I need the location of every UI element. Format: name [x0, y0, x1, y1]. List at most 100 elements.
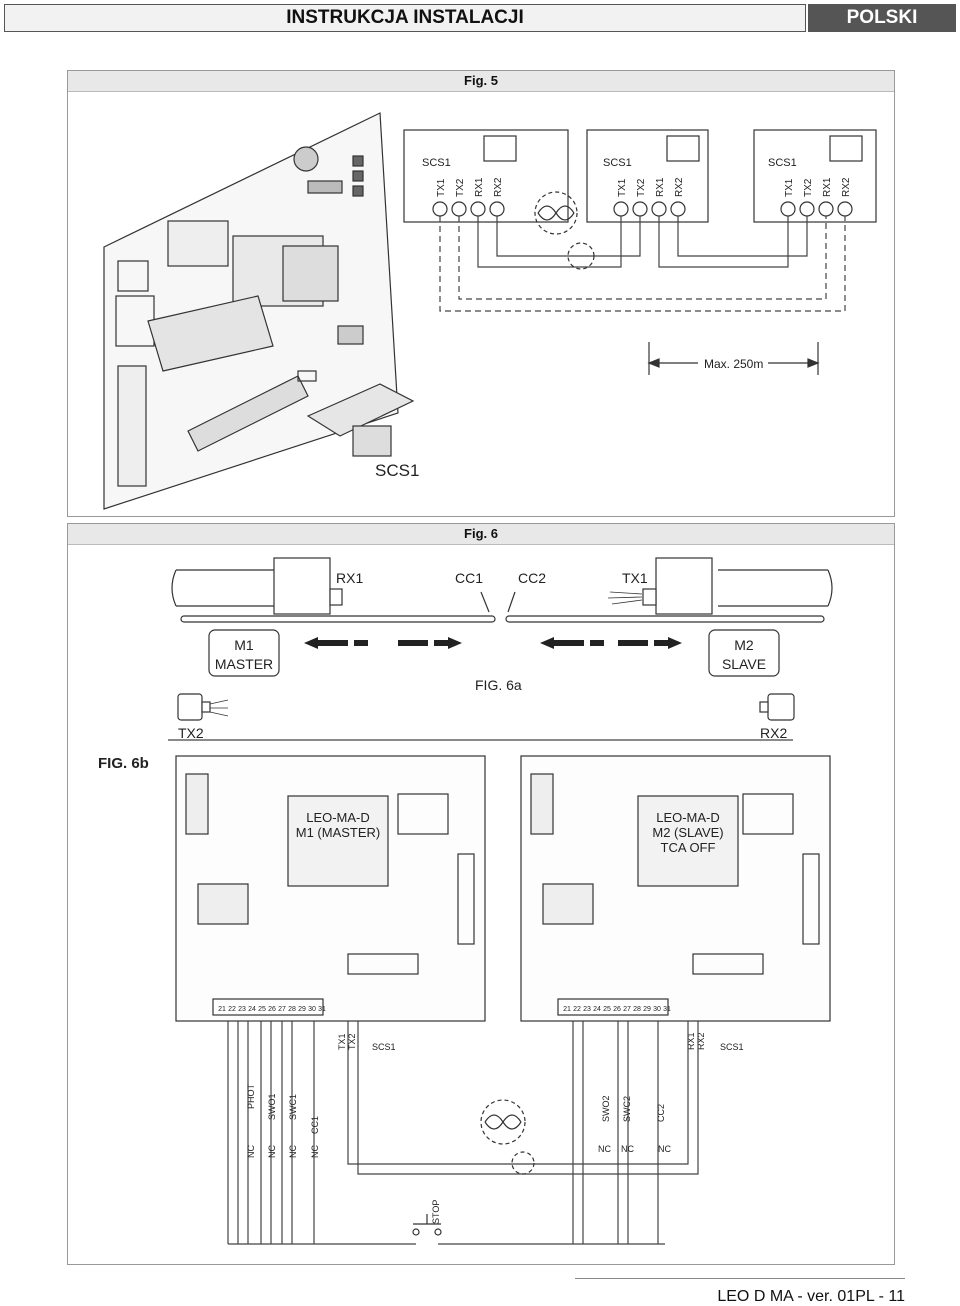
figure-5-drawing: SCS1 SCS1 SCS1 SCS1 TX1 TX2 RX1 RX2 TX1 … — [103, 112, 877, 510]
board-slave — [520, 755, 831, 1022]
figure-6-drawing: RX1 CC1 CC2 TX1 M1 MASTER M2 SLAVE — [98, 557, 833, 1245]
b2-term-28: 28 — [633, 1006, 641, 1013]
tx2-photocell — [177, 693, 203, 721]
b2-scs1-label: SCS1 — [720, 1042, 744, 1052]
m2-rx2: RX2 — [674, 177, 685, 197]
figure-6: Fig. 6 RX1 CC1 CC2 TX1 M1 MASTER — [67, 523, 895, 1265]
m1-motor-box — [208, 629, 280, 677]
board-master — [175, 755, 486, 1022]
page-title: INSTRUKCJA INSTALACJI — [286, 7, 524, 28]
m3-rx1: RX1 — [822, 177, 833, 197]
figure-5-caption: Fig. 5 — [68, 71, 894, 92]
m1-tx1: TX1 — [436, 178, 447, 197]
b1-term-26: 26 — [268, 1006, 276, 1013]
b1-term-23: 23 — [238, 1006, 246, 1013]
header-bar: INSTRUKCJA INSTALACJI — [4, 4, 806, 32]
scs-module-3 — [753, 129, 877, 223]
b1-in-cc1: CC1 — [310, 1116, 320, 1134]
board2-role: M2 (SLAVE) — [652, 825, 723, 840]
rx2-label: RX2 — [760, 725, 787, 741]
fig6-rx1-label: RX1 — [336, 570, 363, 586]
gate-leaves — [180, 591, 825, 623]
distance-marker — [647, 342, 820, 375]
m1-tx2: TX2 — [455, 178, 466, 197]
b1-nc-2: NC — [267, 1145, 277, 1158]
footer-version: LEO D MA - ver. 01PL - 11 — [717, 1288, 905, 1305]
board1-model: LEO-MA-D — [306, 810, 370, 825]
b1-nc-1: NC — [246, 1145, 256, 1158]
b2-term-23: 23 — [583, 1006, 591, 1013]
b1-nc-4: NC — [310, 1145, 320, 1158]
b2-in-swo2: SWO2 — [601, 1095, 611, 1122]
b1-tx1-label: TX1 — [337, 1033, 347, 1050]
b1-nc-3: NC — [288, 1145, 298, 1158]
b1-term-28: 28 — [288, 1006, 296, 1013]
m2-label: M2 — [734, 637, 754, 653]
movement-arrows — [304, 637, 682, 649]
b1-term-25: 25 — [258, 1006, 266, 1013]
b1-scs1-label: SCS1 — [372, 1042, 396, 1052]
m2-tx1: TX1 — [617, 178, 628, 197]
fig6-cc1-label: CC1 — [455, 570, 483, 586]
m2-role: SLAVE — [722, 656, 766, 672]
b2-in-swc2: SWC2 — [622, 1096, 632, 1122]
board-scs1-label: SCS1 — [375, 461, 419, 480]
m2-motor-box — [708, 629, 780, 677]
rx2-photocell — [767, 693, 795, 721]
language-tab: POLSKI — [808, 4, 956, 32]
fig6-wiring — [227, 1021, 699, 1245]
board2-model: LEO-MA-D — [656, 810, 720, 825]
m3-rx2: RX2 — [841, 177, 852, 197]
b2-term-24: 24 — [593, 1006, 601, 1013]
board2-tca: TCA OFF — [661, 840, 716, 855]
b2-term-26: 26 — [613, 1006, 621, 1013]
m3-tx1: TX1 — [784, 178, 795, 197]
b2-rx1-label: RX1 — [686, 1032, 696, 1050]
fig6a-label: FIG. 6a — [475, 677, 522, 693]
stop-label: STOP — [431, 1200, 441, 1224]
b1-term-24: 24 — [248, 1006, 256, 1013]
figure-6-caption: Fig. 6 — [68, 524, 894, 545]
footer-rule — [575, 1278, 905, 1279]
b1-term-29: 29 — [298, 1006, 306, 1013]
fig5-wiring — [439, 216, 846, 312]
twisted-pair-icon — [534, 191, 595, 270]
b1-term-30: 30 — [308, 1006, 316, 1013]
m2-rx1: RX1 — [655, 177, 666, 197]
board1-role: M1 (MASTER) — [296, 825, 381, 840]
fig6-tx1-label: TX1 — [622, 570, 648, 586]
module2-scs1-label: SCS1 — [603, 157, 632, 169]
b1-term-27: 27 — [278, 1006, 286, 1013]
b2-term-27: 27 — [623, 1006, 631, 1013]
b2-term-22: 22 — [573, 1006, 581, 1013]
module1-scs1-label: SCS1 — [422, 157, 451, 169]
m2-tx2: TX2 — [636, 178, 647, 197]
m3-tx2: TX2 — [803, 178, 814, 197]
m1-role: MASTER — [215, 656, 273, 672]
b2-term-30: 30 — [653, 1006, 661, 1013]
fig6b-label: FIG. 6b — [98, 755, 149, 772]
b1-tx2-label: TX2 — [347, 1033, 357, 1050]
scs-module-1 — [403, 129, 569, 223]
b2-term-25: 25 — [603, 1006, 611, 1013]
b1-term-22: 22 — [228, 1006, 236, 1013]
figure-5: Fig. 5 SCS1 — [67, 70, 895, 517]
b1-term-31: 31 — [318, 1006, 326, 1013]
max-distance-label: Max. 250m — [704, 357, 763, 371]
b1-in-swo1: SWO1 — [267, 1093, 277, 1120]
m1-label: M1 — [234, 637, 254, 653]
scs-module-2 — [586, 129, 709, 223]
b2-in-cc2: CC2 — [656, 1104, 666, 1122]
b2-term-21: 21 — [563, 1006, 571, 1013]
b1-in-swc1: SWC1 — [288, 1094, 298, 1120]
m1-rx1: RX1 — [474, 177, 485, 197]
b2-term-29: 29 — [643, 1006, 651, 1013]
m1-rx2: RX2 — [493, 177, 504, 197]
b2-rx2-label: RX2 — [696, 1032, 706, 1050]
control-board-illustration — [103, 112, 415, 510]
b2-term-31: 31 — [663, 1006, 671, 1013]
b2-nc-1: NC — [598, 1144, 611, 1154]
stop-button-symbol — [412, 1214, 442, 1236]
gate-pillars — [171, 557, 833, 615]
b2-nc-3: NC — [658, 1144, 671, 1154]
